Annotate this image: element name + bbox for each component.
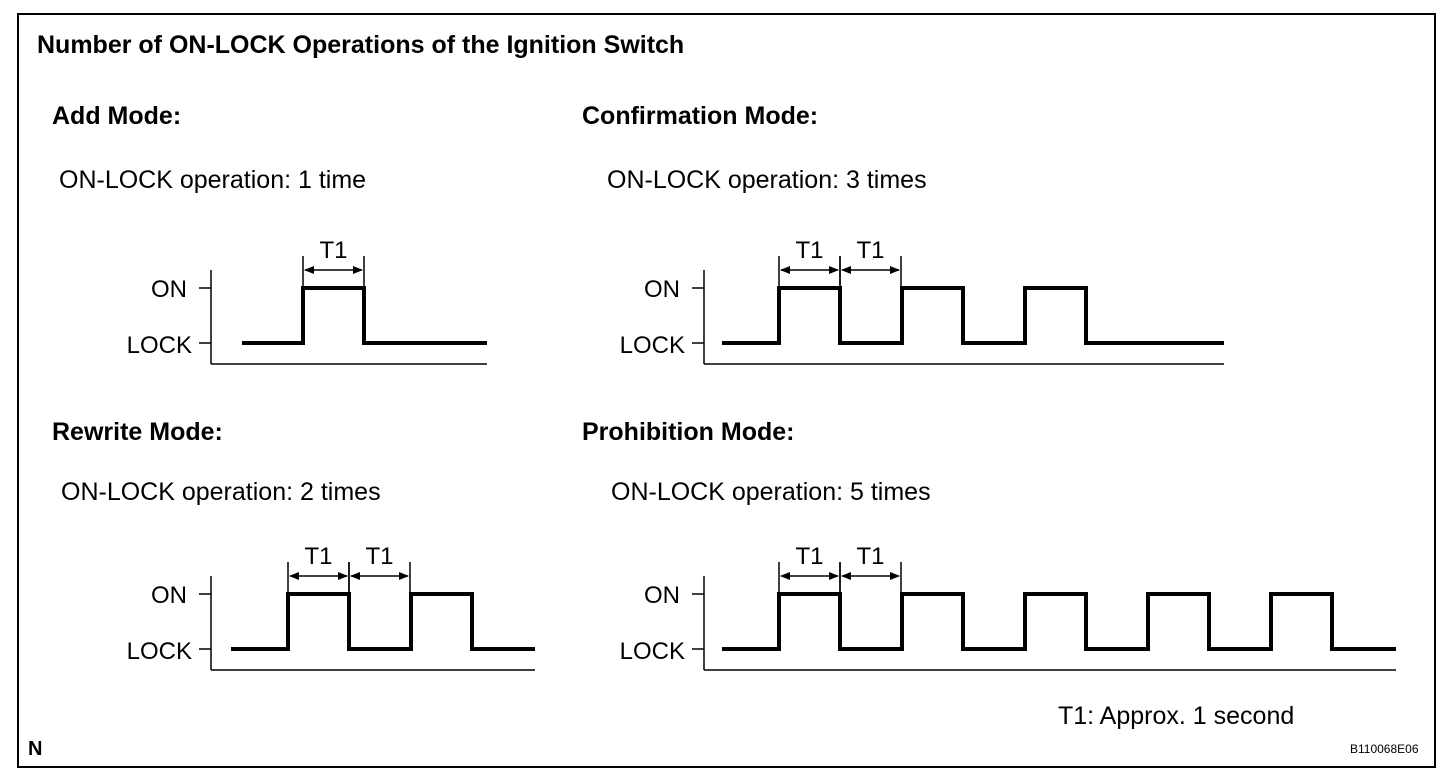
lock-level-label: LOCK bbox=[127, 638, 192, 665]
corner-mark: N bbox=[28, 738, 43, 760]
t1-arrowhead bbox=[304, 266, 314, 274]
t1-label: T1 bbox=[856, 543, 884, 570]
operation-count-rewrite: ON-LOCK operation: 2 times bbox=[61, 478, 381, 506]
mode-title-prohibition: Prohibition Mode: bbox=[582, 418, 795, 446]
t1-arrowhead bbox=[338, 572, 348, 580]
t1-arrowhead bbox=[350, 572, 360, 580]
t1-label: T1 bbox=[795, 543, 823, 570]
t1-arrowhead bbox=[841, 572, 851, 580]
t1-arrowhead bbox=[829, 572, 839, 580]
mode-title-add: Add Mode: bbox=[52, 102, 182, 130]
t1-label: T1 bbox=[365, 543, 393, 570]
t1-arrowhead bbox=[780, 572, 790, 580]
on-lock-waveform bbox=[722, 592, 1396, 651]
t1-arrowhead bbox=[890, 572, 900, 580]
t1-label: T1 bbox=[304, 543, 332, 570]
lock-level-label: LOCK bbox=[620, 332, 685, 359]
t1-arrowhead bbox=[780, 266, 790, 274]
on-level-label: ON bbox=[644, 582, 680, 609]
operation-count-confirmation: ON-LOCK operation: 3 times bbox=[607, 166, 927, 194]
t1-arrowhead bbox=[289, 572, 299, 580]
lock-level-label: LOCK bbox=[127, 332, 192, 359]
t1-arrowhead bbox=[841, 266, 851, 274]
mode-title-rewrite: Rewrite Mode: bbox=[52, 418, 223, 446]
figure-title: Number of ON-LOCK Operations of the Igni… bbox=[37, 31, 685, 59]
on-level-label: ON bbox=[151, 582, 187, 609]
operation-count-add: ON-LOCK operation: 1 time bbox=[59, 166, 367, 194]
on-lock-waveform bbox=[231, 592, 535, 651]
t1-arrowhead bbox=[353, 266, 363, 274]
on-level-label: ON bbox=[151, 276, 187, 303]
t1-definition-note: T1: Approx. 1 second bbox=[1058, 702, 1295, 730]
t1-label: T1 bbox=[856, 237, 884, 264]
mode-title-confirmation: Confirmation Mode: bbox=[582, 102, 819, 130]
t1-label: T1 bbox=[795, 237, 823, 264]
t1-label: T1 bbox=[319, 237, 347, 264]
t1-arrowhead bbox=[399, 572, 409, 580]
figure-code: B110068E06 bbox=[1350, 742, 1419, 756]
figure-frame bbox=[17, 13, 1436, 768]
on-lock-waveform bbox=[242, 286, 487, 345]
on-lock-waveform bbox=[722, 286, 1224, 345]
operation-count-prohibition: ON-LOCK operation: 5 times bbox=[611, 478, 931, 506]
on-level-label: ON bbox=[644, 276, 680, 303]
t1-arrowhead bbox=[890, 266, 900, 274]
lock-level-label: LOCK bbox=[620, 638, 685, 665]
t1-arrowhead bbox=[829, 266, 839, 274]
